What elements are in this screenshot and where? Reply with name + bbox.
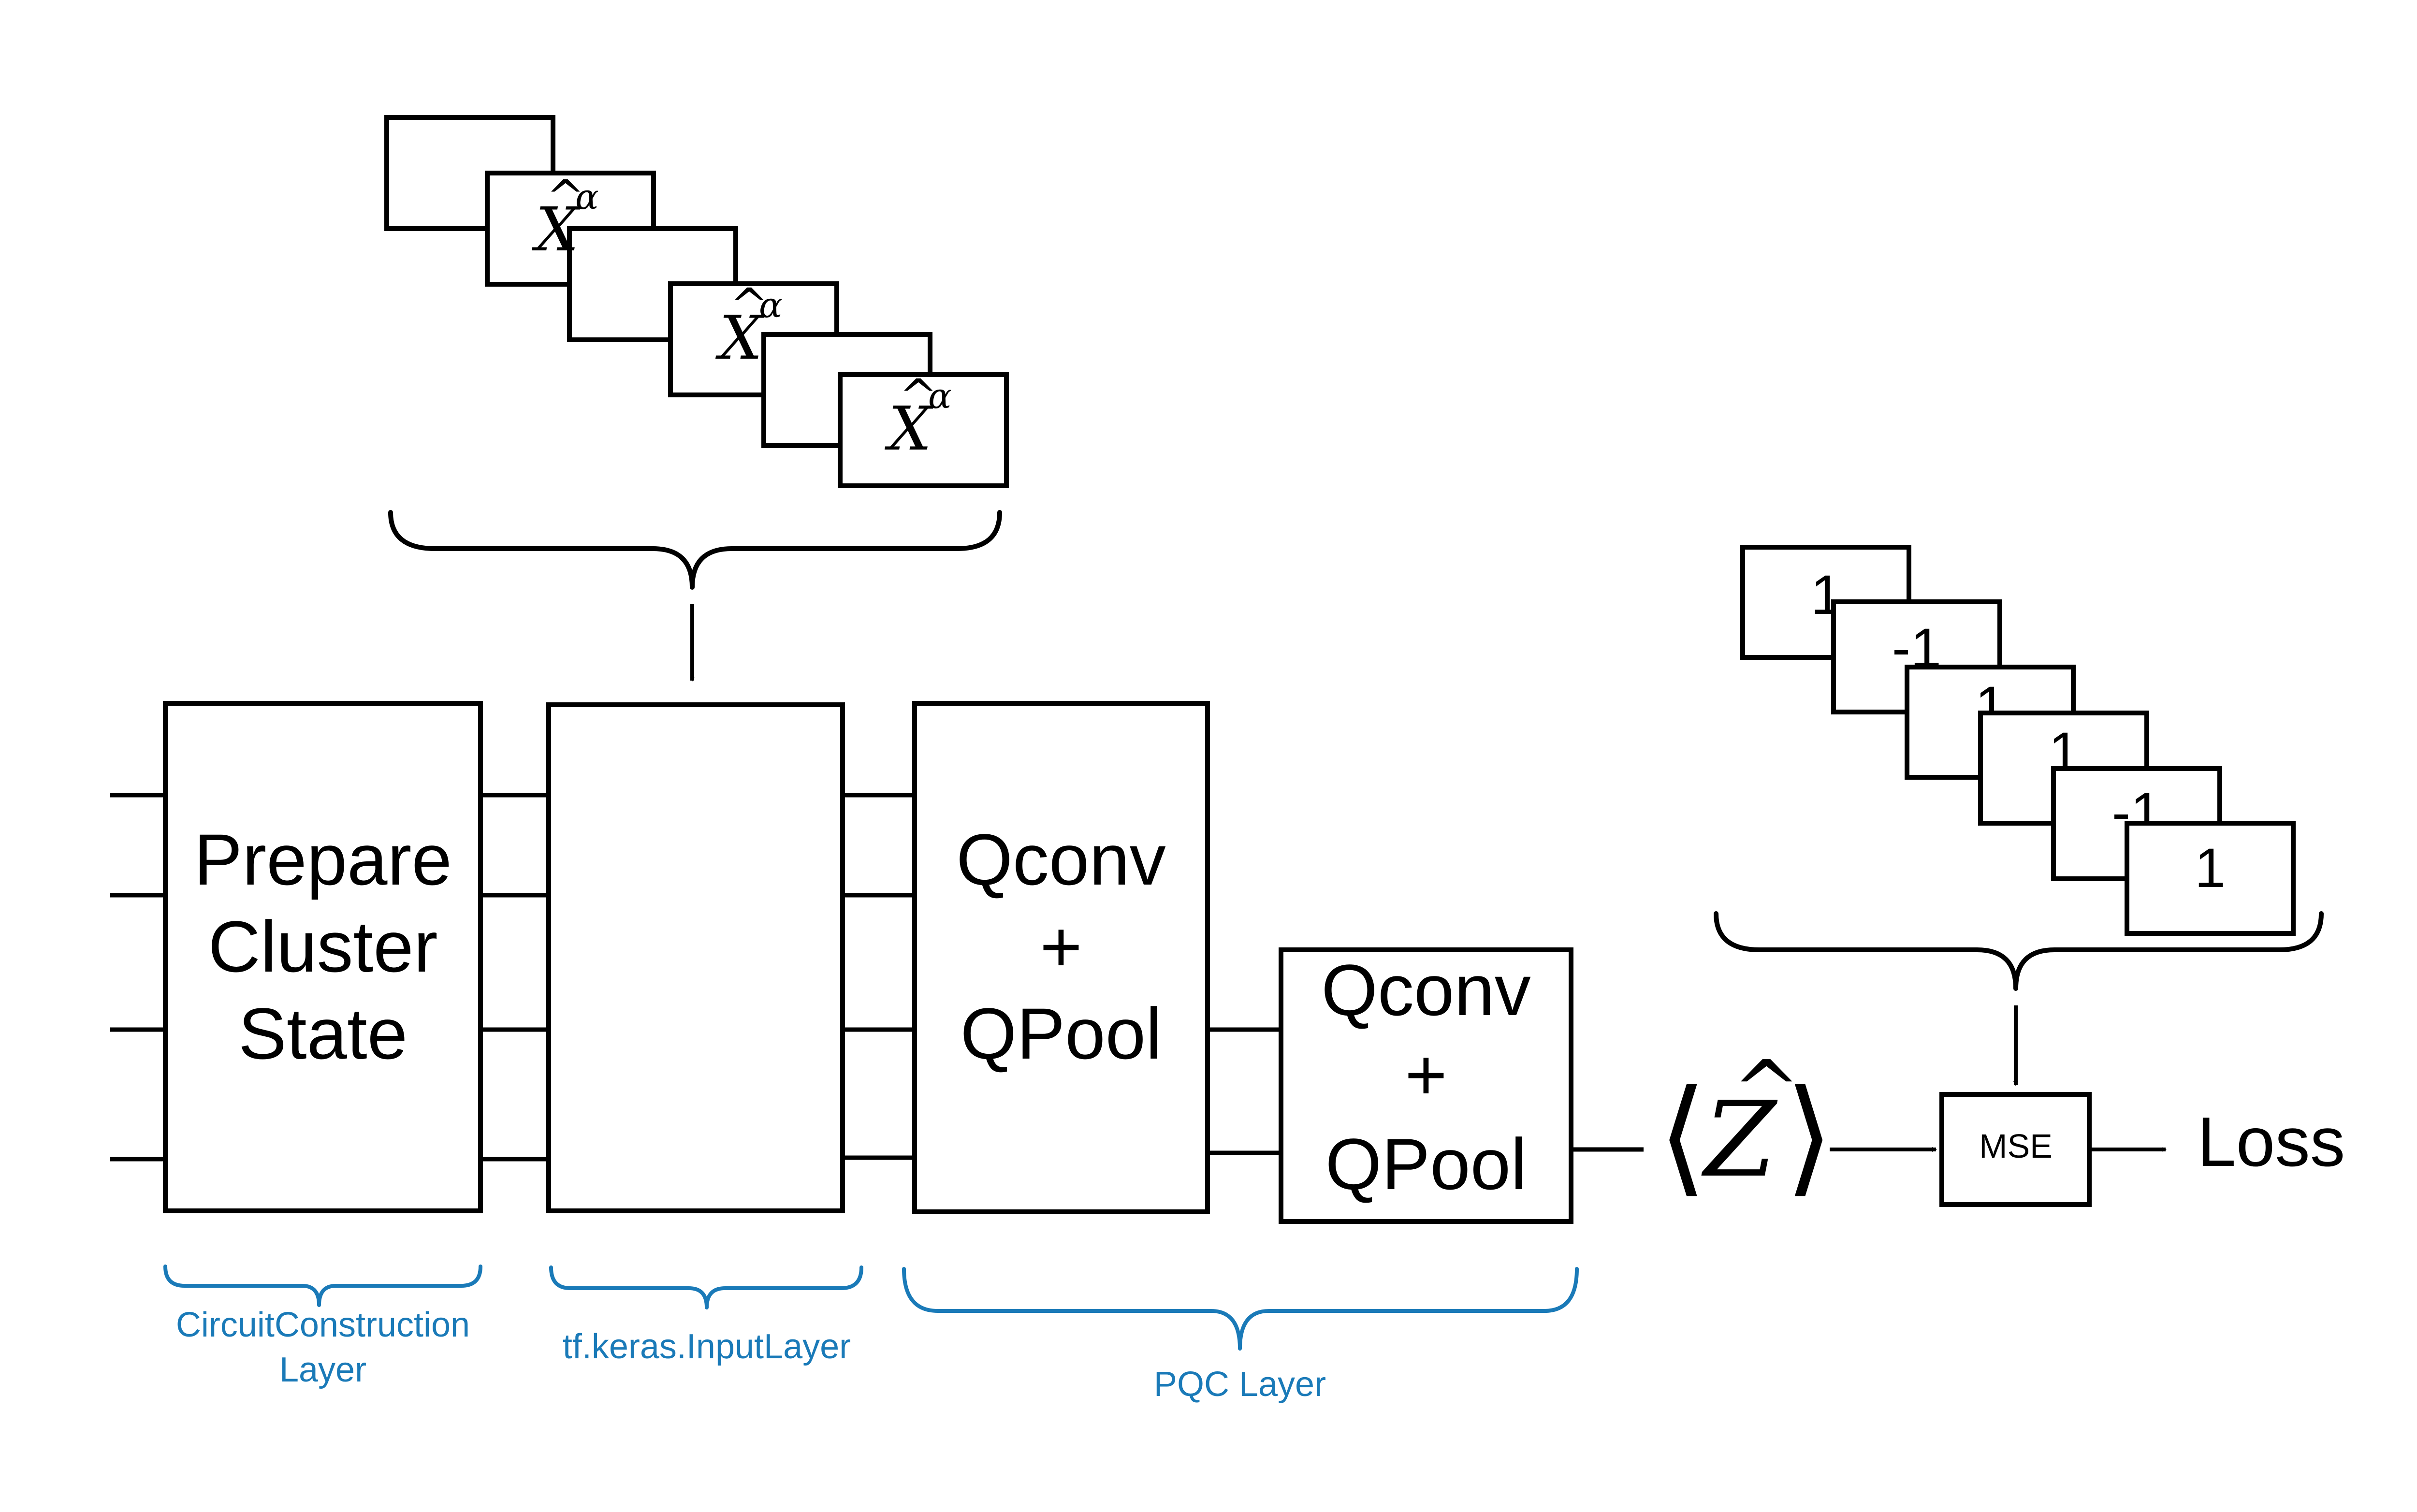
qconv2-line-2: + (1405, 1034, 1447, 1115)
right-angle: ⟩ (1785, 1063, 1834, 1209)
prepare-line-2: Cluster (208, 906, 437, 987)
input-layer-block (546, 702, 845, 1213)
x-symbol: X (884, 394, 934, 464)
hat-mark: ^ (899, 370, 938, 423)
qubit-wires-mid-3 (1208, 1027, 1281, 1155)
input-data-stack: X ^ α X ^ α X ^ α (384, 115, 1009, 488)
x-symbol: X (531, 195, 581, 265)
expectation-z: ⟨ Z ^ ⟩ (1658, 1043, 1834, 1209)
mse-block (1939, 1092, 2092, 1207)
qubit-wires-mid-1 (480, 793, 549, 1162)
loss-label: Loss (2197, 1103, 2345, 1181)
input-card-6 (838, 372, 1009, 488)
qconv1-line-3: QPool (961, 993, 1162, 1074)
hat-mark: ^ (546, 171, 585, 224)
label-card-6 (2125, 821, 2296, 936)
circuit-construction-label-1: CircuitConstruction (176, 1306, 470, 1344)
input-layer-label: tf.keras.InputLayer (563, 1327, 851, 1366)
alpha-superscript: α (575, 176, 599, 217)
hat-mark: ^ (730, 279, 769, 332)
circuit-construction-label-2: Layer (279, 1351, 366, 1389)
prepare-line-3: State (238, 993, 408, 1074)
pqc-layer-label: PQC Layer (1154, 1365, 1326, 1404)
qconv2-line-3: QPool (1325, 1123, 1527, 1205)
qubit-wires-in (110, 793, 165, 1162)
qconv-qpool-block-2 (1279, 947, 1573, 1224)
input-layer-brace (549, 1265, 863, 1309)
x-alpha-symbol: X ^ α (531, 171, 599, 265)
x-symbol: X (715, 303, 765, 373)
label-value-6: 1 (2195, 837, 2226, 899)
qconv-qpool-block-1 (912, 701, 1210, 1214)
alpha-superscript: α (759, 285, 783, 325)
qconv2-line-1: Qconv (1321, 949, 1531, 1031)
input-stack-brace (388, 510, 1002, 590)
x-alpha-symbol: X ^ α (715, 279, 783, 373)
prepare-line-1: Prepare (194, 819, 452, 900)
left-angle: ⟨ (1658, 1063, 1707, 1209)
circuit-construction-brace (163, 1265, 482, 1307)
pqc-layer-brace (902, 1267, 1579, 1351)
x-alpha-symbol: X ^ α (884, 370, 952, 464)
z-symbol: Z (1701, 1079, 1778, 1200)
qconv1-line-1: Qconv (956, 819, 1166, 900)
qubit-wires-mid-2 (843, 793, 915, 1160)
prepare-cluster-state-block (163, 701, 483, 1213)
z-hat: ^ (1732, 1043, 1801, 1139)
qconv1-line-2: + (1040, 906, 1082, 987)
label-stack-brace (1714, 911, 2324, 991)
alpha-superscript: α (928, 376, 952, 416)
label-data-stack: 1 -1 1 1 -1 1 (1740, 545, 2296, 936)
mse-label: MSE (1979, 1127, 2053, 1165)
